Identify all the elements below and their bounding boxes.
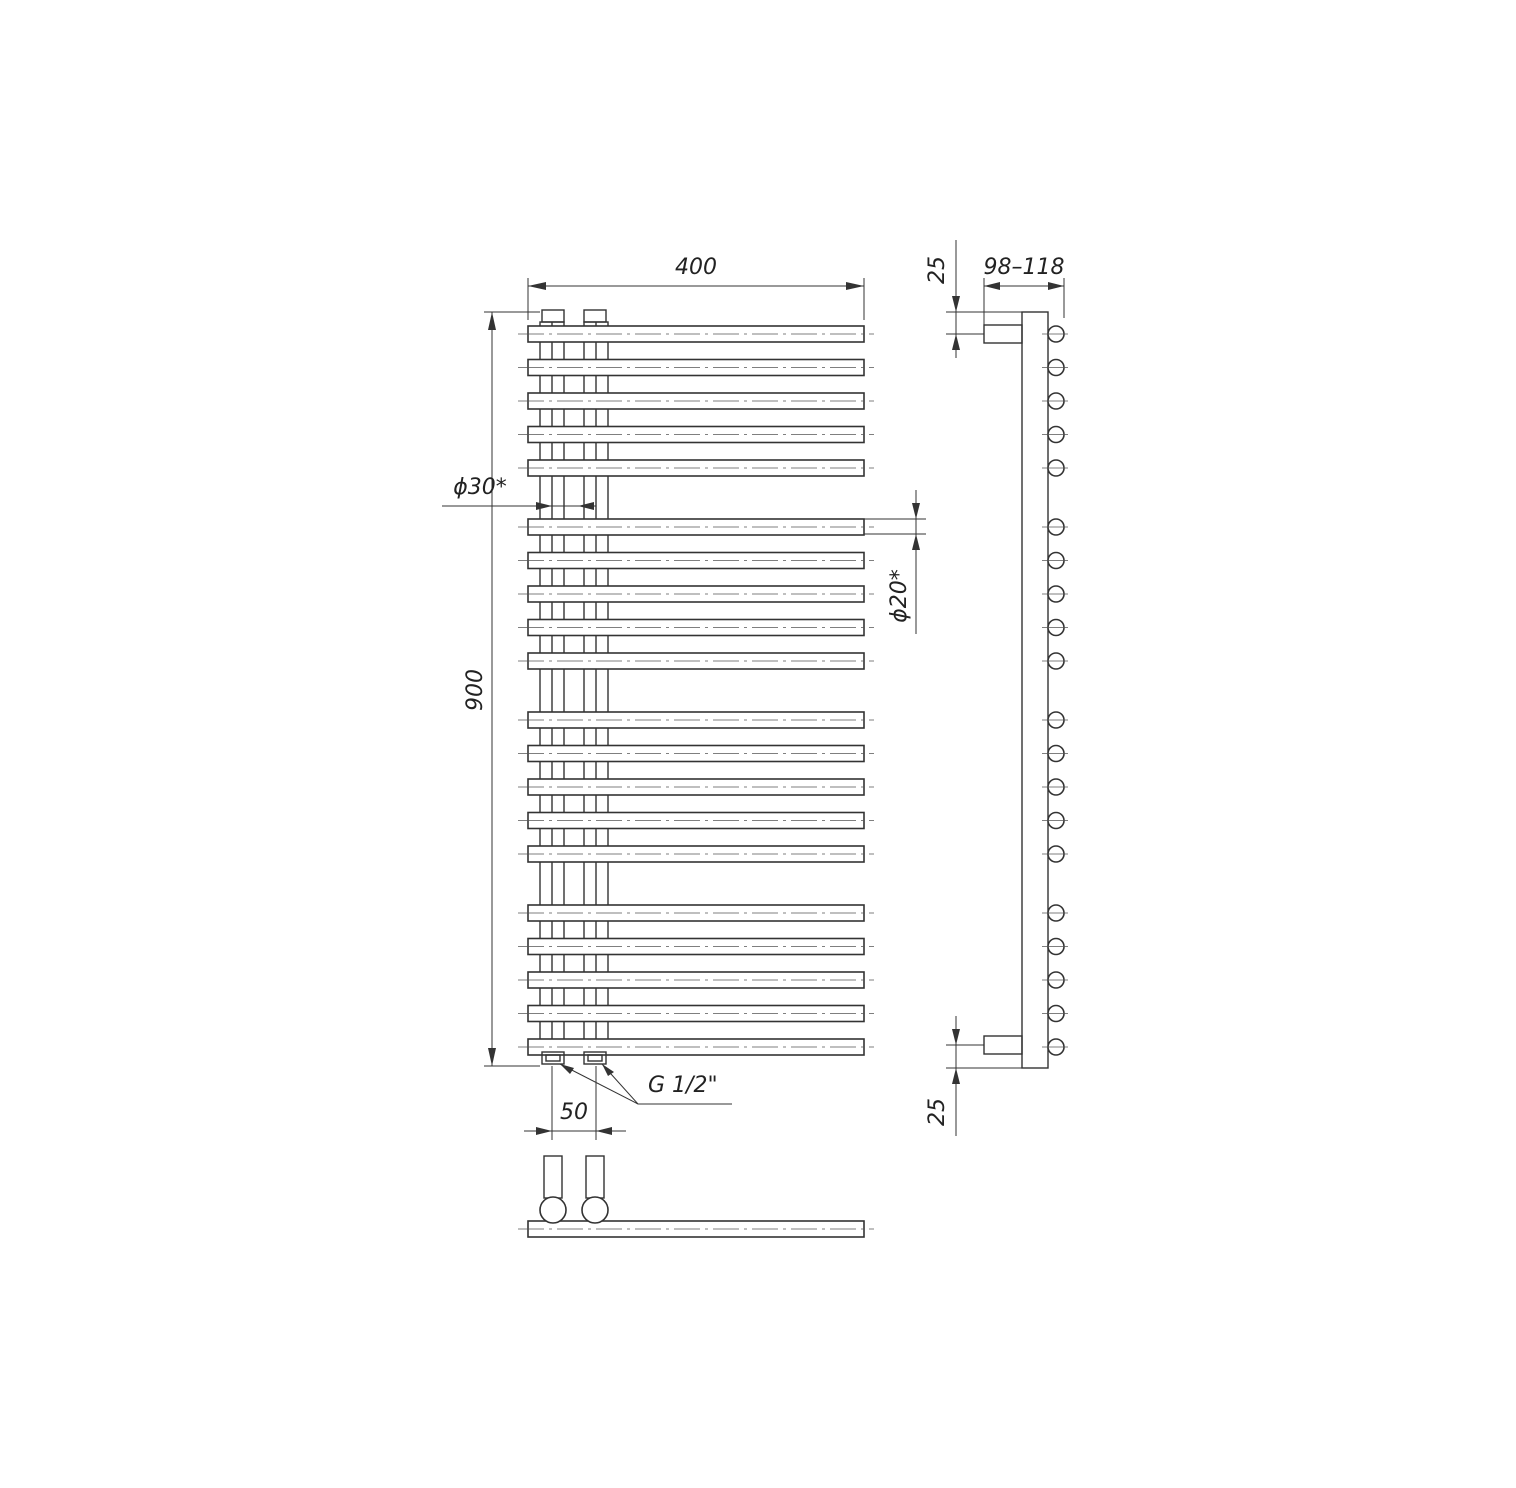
thread-leader: G 1/2"	[559, 1063, 732, 1105]
dimension-depth: 98–118	[983, 255, 1065, 325]
dimension-connection-spacing: 50	[524, 1066, 626, 1140]
top-view-riser-right	[585, 1155, 605, 1199]
dimension-connection-spacing-label: 50	[560, 1100, 588, 1125]
dimension-collector-diameter: ϕ30*	[442, 475, 596, 510]
dimension-height-label: 900	[463, 669, 488, 711]
dimension-width: 400	[527, 255, 865, 320]
dimension-wall-offset-bottom-label: 25	[925, 1098, 950, 1126]
side-view-collector	[1021, 311, 1049, 1069]
dimension-collector-diameter-label: ϕ30*	[453, 475, 507, 500]
dimension-tube-diameter-label: ϕ20*	[887, 569, 912, 623]
thread-label: G 1/2"	[648, 1073, 718, 1098]
side-view-tube-sections	[1042, 325, 1072, 1056]
top-view-collector-left	[539, 1196, 567, 1224]
bottom-connection-right	[583, 1051, 607, 1065]
bottom-connection-left	[541, 1051, 565, 1065]
top-cap-left	[541, 309, 565, 323]
dimension-wall-offset-top: 25	[925, 240, 1022, 358]
bottom-connections	[541, 1051, 607, 1065]
side-view: 25 25 98–118	[925, 240, 1072, 1136]
top-cap-right	[583, 309, 607, 323]
bottom-connection-right-thread	[587, 1054, 603, 1062]
side-view-wall-bracket-top	[983, 324, 1023, 344]
dimension-depth-label: 98–118	[984, 255, 1065, 280]
dimension-width-label: 400	[675, 255, 717, 280]
side-view-wall-bracket-bottom	[983, 1035, 1023, 1055]
dimension-height: 900	[463, 311, 540, 1067]
dimension-wall-offset-bottom: 25	[925, 1016, 1022, 1136]
front-view: 400 900 ϕ30* ϕ20*	[442, 255, 926, 1140]
bottom-connection-left-thread	[545, 1054, 561, 1062]
dimension-tube-diameter: ϕ20*	[864, 490, 926, 634]
top-view	[518, 1155, 874, 1238]
top-view-collector-right	[581, 1196, 609, 1224]
horizontal-tubes	[518, 325, 874, 1056]
dimension-wall-offset-top-label: 25	[925, 256, 950, 284]
top-caps	[541, 309, 607, 323]
top-view-riser-left	[543, 1155, 563, 1199]
